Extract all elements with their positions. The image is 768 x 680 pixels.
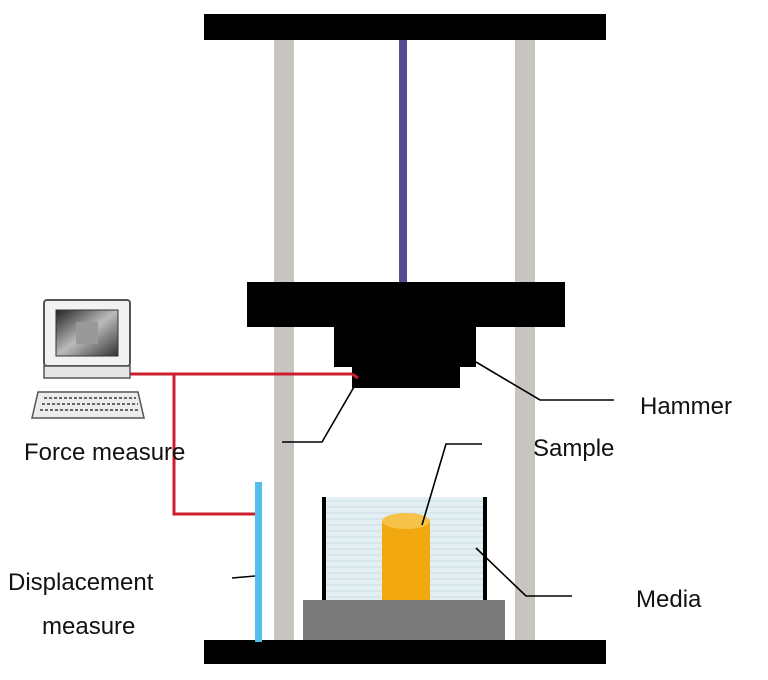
sample-body	[382, 521, 430, 600]
hammer-label: Hammer	[640, 393, 732, 420]
signal-wires	[130, 372, 359, 516]
sample-top	[382, 513, 430, 529]
leader-lines	[231, 361, 614, 597]
media-label: Media	[636, 586, 702, 613]
hammer-leader	[475, 361, 614, 401]
displacement-label-line1: Displacement	[8, 569, 154, 596]
media-container-left-wall	[322, 497, 326, 600]
hammer-crosshead	[247, 282, 565, 327]
left-column	[274, 40, 294, 640]
hammer-striker	[352, 367, 460, 388]
base-plate	[303, 600, 505, 640]
sample-leader	[421, 443, 482, 526]
force-measure-label: Force measure	[24, 439, 185, 466]
displacement-label-line2: measure	[42, 613, 135, 640]
media-leader	[475, 547, 572, 597]
bottom-base	[204, 640, 606, 664]
computer-terminal-icon	[31, 299, 145, 419]
sample-label: Sample	[533, 435, 614, 462]
displacement-leader	[231, 575, 256, 579]
force-leader	[282, 379, 359, 443]
right-column	[515, 40, 535, 640]
displacement-sensor	[255, 482, 262, 642]
top-crossbeam	[204, 14, 606, 40]
guide-rod	[399, 40, 407, 282]
hammer-body	[334, 327, 476, 367]
media-container-right-wall	[483, 497, 487, 600]
